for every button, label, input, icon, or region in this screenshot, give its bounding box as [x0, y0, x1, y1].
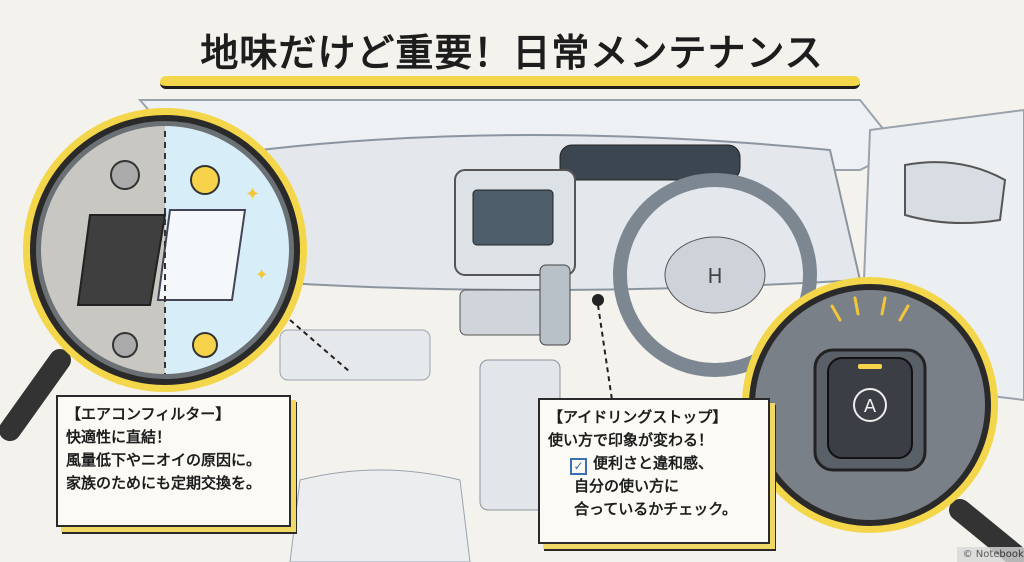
sad-face-icon	[112, 332, 138, 358]
glovebox	[279, 329, 431, 381]
pointer-line-filter	[289, 319, 351, 373]
steering-hub	[664, 236, 766, 314]
note-heading: 【エアコンフィルター】	[66, 405, 231, 423]
gear-shifter	[539, 264, 571, 346]
auto-stop-label: A	[864, 396, 877, 417]
brand-emblem: H	[707, 264, 722, 288]
instrument-cluster	[559, 144, 741, 181]
note-heading: 【アイドリングストップ】	[548, 408, 728, 426]
title-underline	[160, 76, 860, 89]
indicator-light	[858, 364, 882, 369]
steering-wheel	[613, 173, 817, 377]
note-line: 便利さと違和感、	[593, 454, 714, 472]
watermark: © NotebookLM	[956, 547, 1024, 562]
side-mirror	[904, 161, 1007, 225]
page-title: 地味だけど重要！日常メンテナンス	[200, 31, 824, 75]
idle-stop-note: 【アイドリングストップ】 使い方で印象が変わる！ ✓ 便利さと違和感、 自分の使い…	[538, 398, 770, 544]
sparkle-icon: ✦	[245, 184, 260, 205]
happy-face-icon	[190, 165, 220, 195]
glow-lines	[830, 296, 910, 322]
note-line: 使い方で印象が変わる！	[548, 431, 714, 449]
pointer-line-idle	[597, 304, 613, 401]
idle-stop-button-small	[592, 294, 604, 306]
air-filter-magnifier: ✦ ✦	[0, 108, 307, 441]
passenger-seat	[289, 469, 471, 562]
note-line: 自分の使い方に	[574, 477, 680, 495]
note-line: 快適性に直結！	[66, 428, 172, 446]
note-line: 合っているかチェック。	[574, 500, 738, 518]
note-line: 家族のためにも定期交換を。	[66, 474, 262, 492]
happy-face-icon	[192, 332, 218, 358]
sparkle-icon: ✦	[255, 265, 268, 284]
air-filter-note: 【エアコンフィルター】 快適性に直結！ 風量低下やニオイの原因に。 家族のために…	[56, 395, 291, 527]
checkbox-checked-icon: ✓	[570, 458, 587, 475]
clean-filter	[156, 209, 247, 301]
sad-face-icon	[110, 160, 140, 190]
navigation-screen	[472, 189, 554, 246]
magnifier-handle	[0, 349, 71, 441]
idle-stop-magnifier: A	[742, 277, 1024, 562]
dirty-filter	[76, 214, 167, 306]
note-line: 風量低下やニオイの原因に。	[66, 451, 262, 469]
idle-stop-button	[827, 357, 913, 459]
